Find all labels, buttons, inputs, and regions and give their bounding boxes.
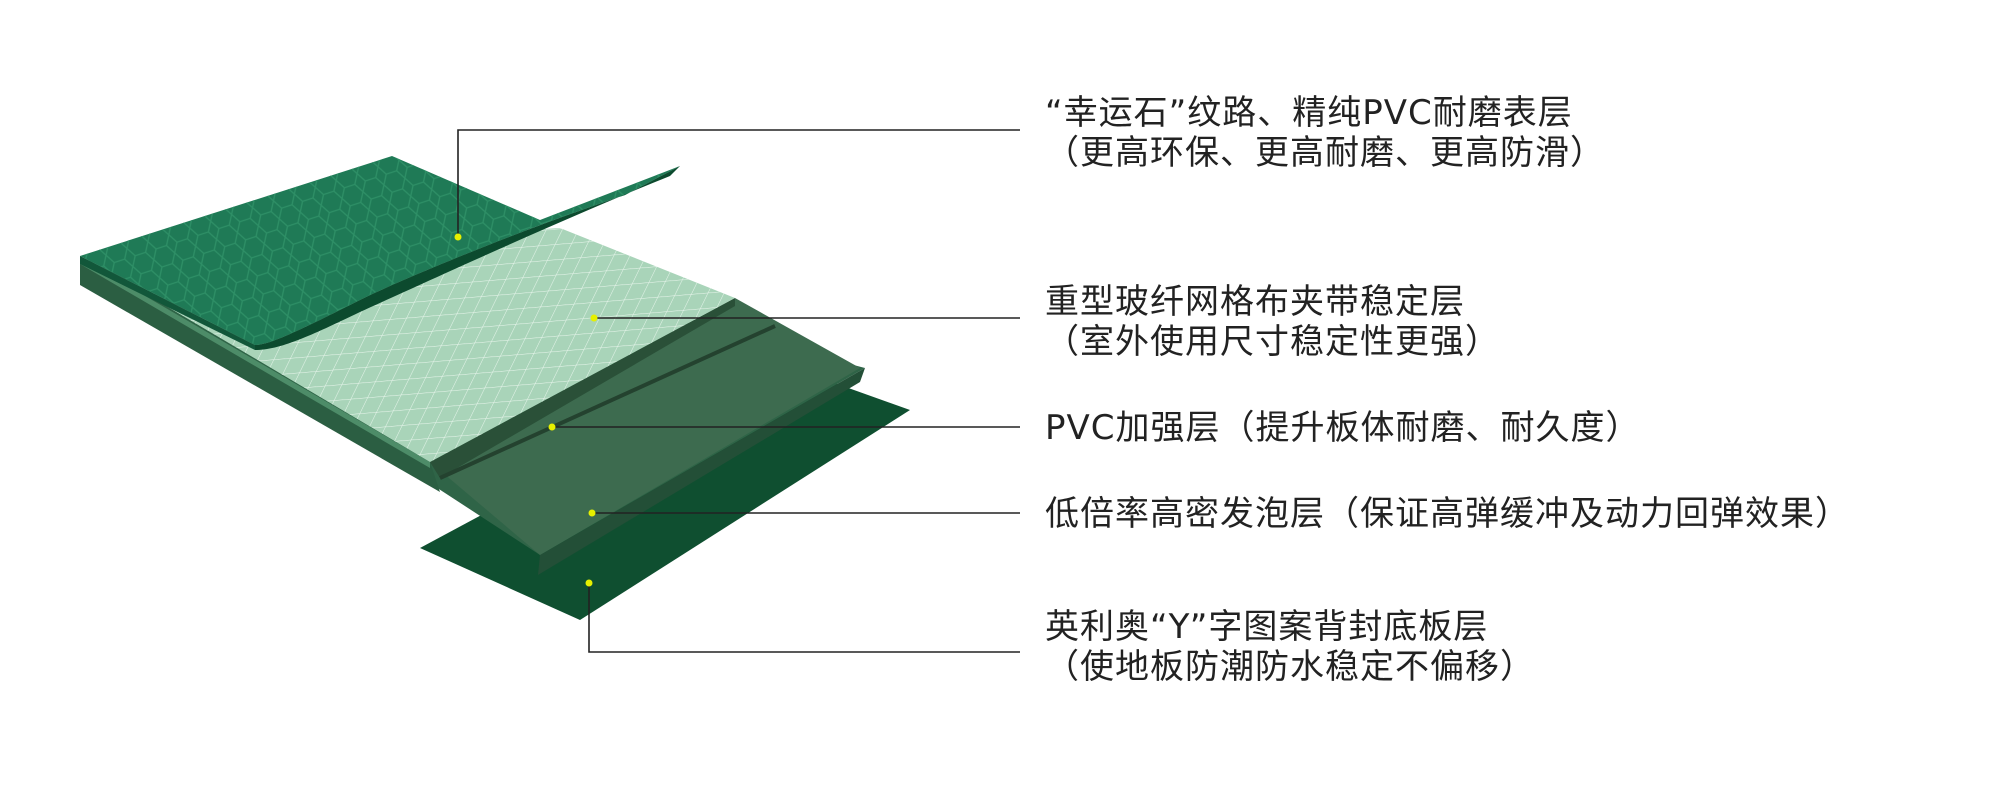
stack-side-edge [80, 258, 440, 492]
layer-title: PVC加强层（提升板体耐磨、耐久度） [1045, 408, 1641, 448]
layer-title: “幸运石”纹路、精纯PVC耐磨表层 [1045, 93, 1573, 133]
layer-title: 英利奥“Y”字图案背封底板层 [1045, 607, 1489, 647]
marker-dot-1 [454, 233, 462, 241]
layer-subtitle: （使地板防潮防水稳定不偏移） [1045, 647, 1535, 687]
layer-title: 低倍率高密发泡层（保证高弹缓冲及动力回弹效果） [1045, 494, 1850, 534]
layer-title: 重型玻纤网格布夹带稳定层 [1045, 282, 1465, 322]
layer-label-pvc: PVC加强层（提升板体耐磨、耐久度） [1045, 408, 1641, 448]
leader-line-1 [457, 129, 1020, 237]
leader-line-5 [588, 583, 1020, 653]
layer-label-base: 英利奥“Y”字图案背封底板层 （使地板防潮防水稳定不偏移） [1045, 607, 1535, 687]
layer-label-mesh: 重型玻纤网格布夹带稳定层 （室外使用尺寸稳定性更强） [1045, 282, 1500, 362]
surface-layer [80, 156, 680, 350]
marker-dot-5 [585, 579, 593, 587]
layer-subtitle: （室外使用尺寸稳定性更强） [1045, 322, 1500, 362]
marker-dot-4 [588, 509, 596, 517]
layer-label-surface: “幸运石”纹路、精纯PVC耐磨表层 （更高环保、更高耐磨、更高防滑） [1045, 93, 1605, 173]
marker-dot-2 [590, 314, 598, 322]
marker-dot-3 [548, 423, 556, 431]
layer-label-foam: 低倍率高密发泡层（保证高弹缓冲及动力回弹效果） [1045, 494, 1850, 534]
layer-subtitle: （更高环保、更高耐磨、更高防滑） [1045, 133, 1605, 173]
